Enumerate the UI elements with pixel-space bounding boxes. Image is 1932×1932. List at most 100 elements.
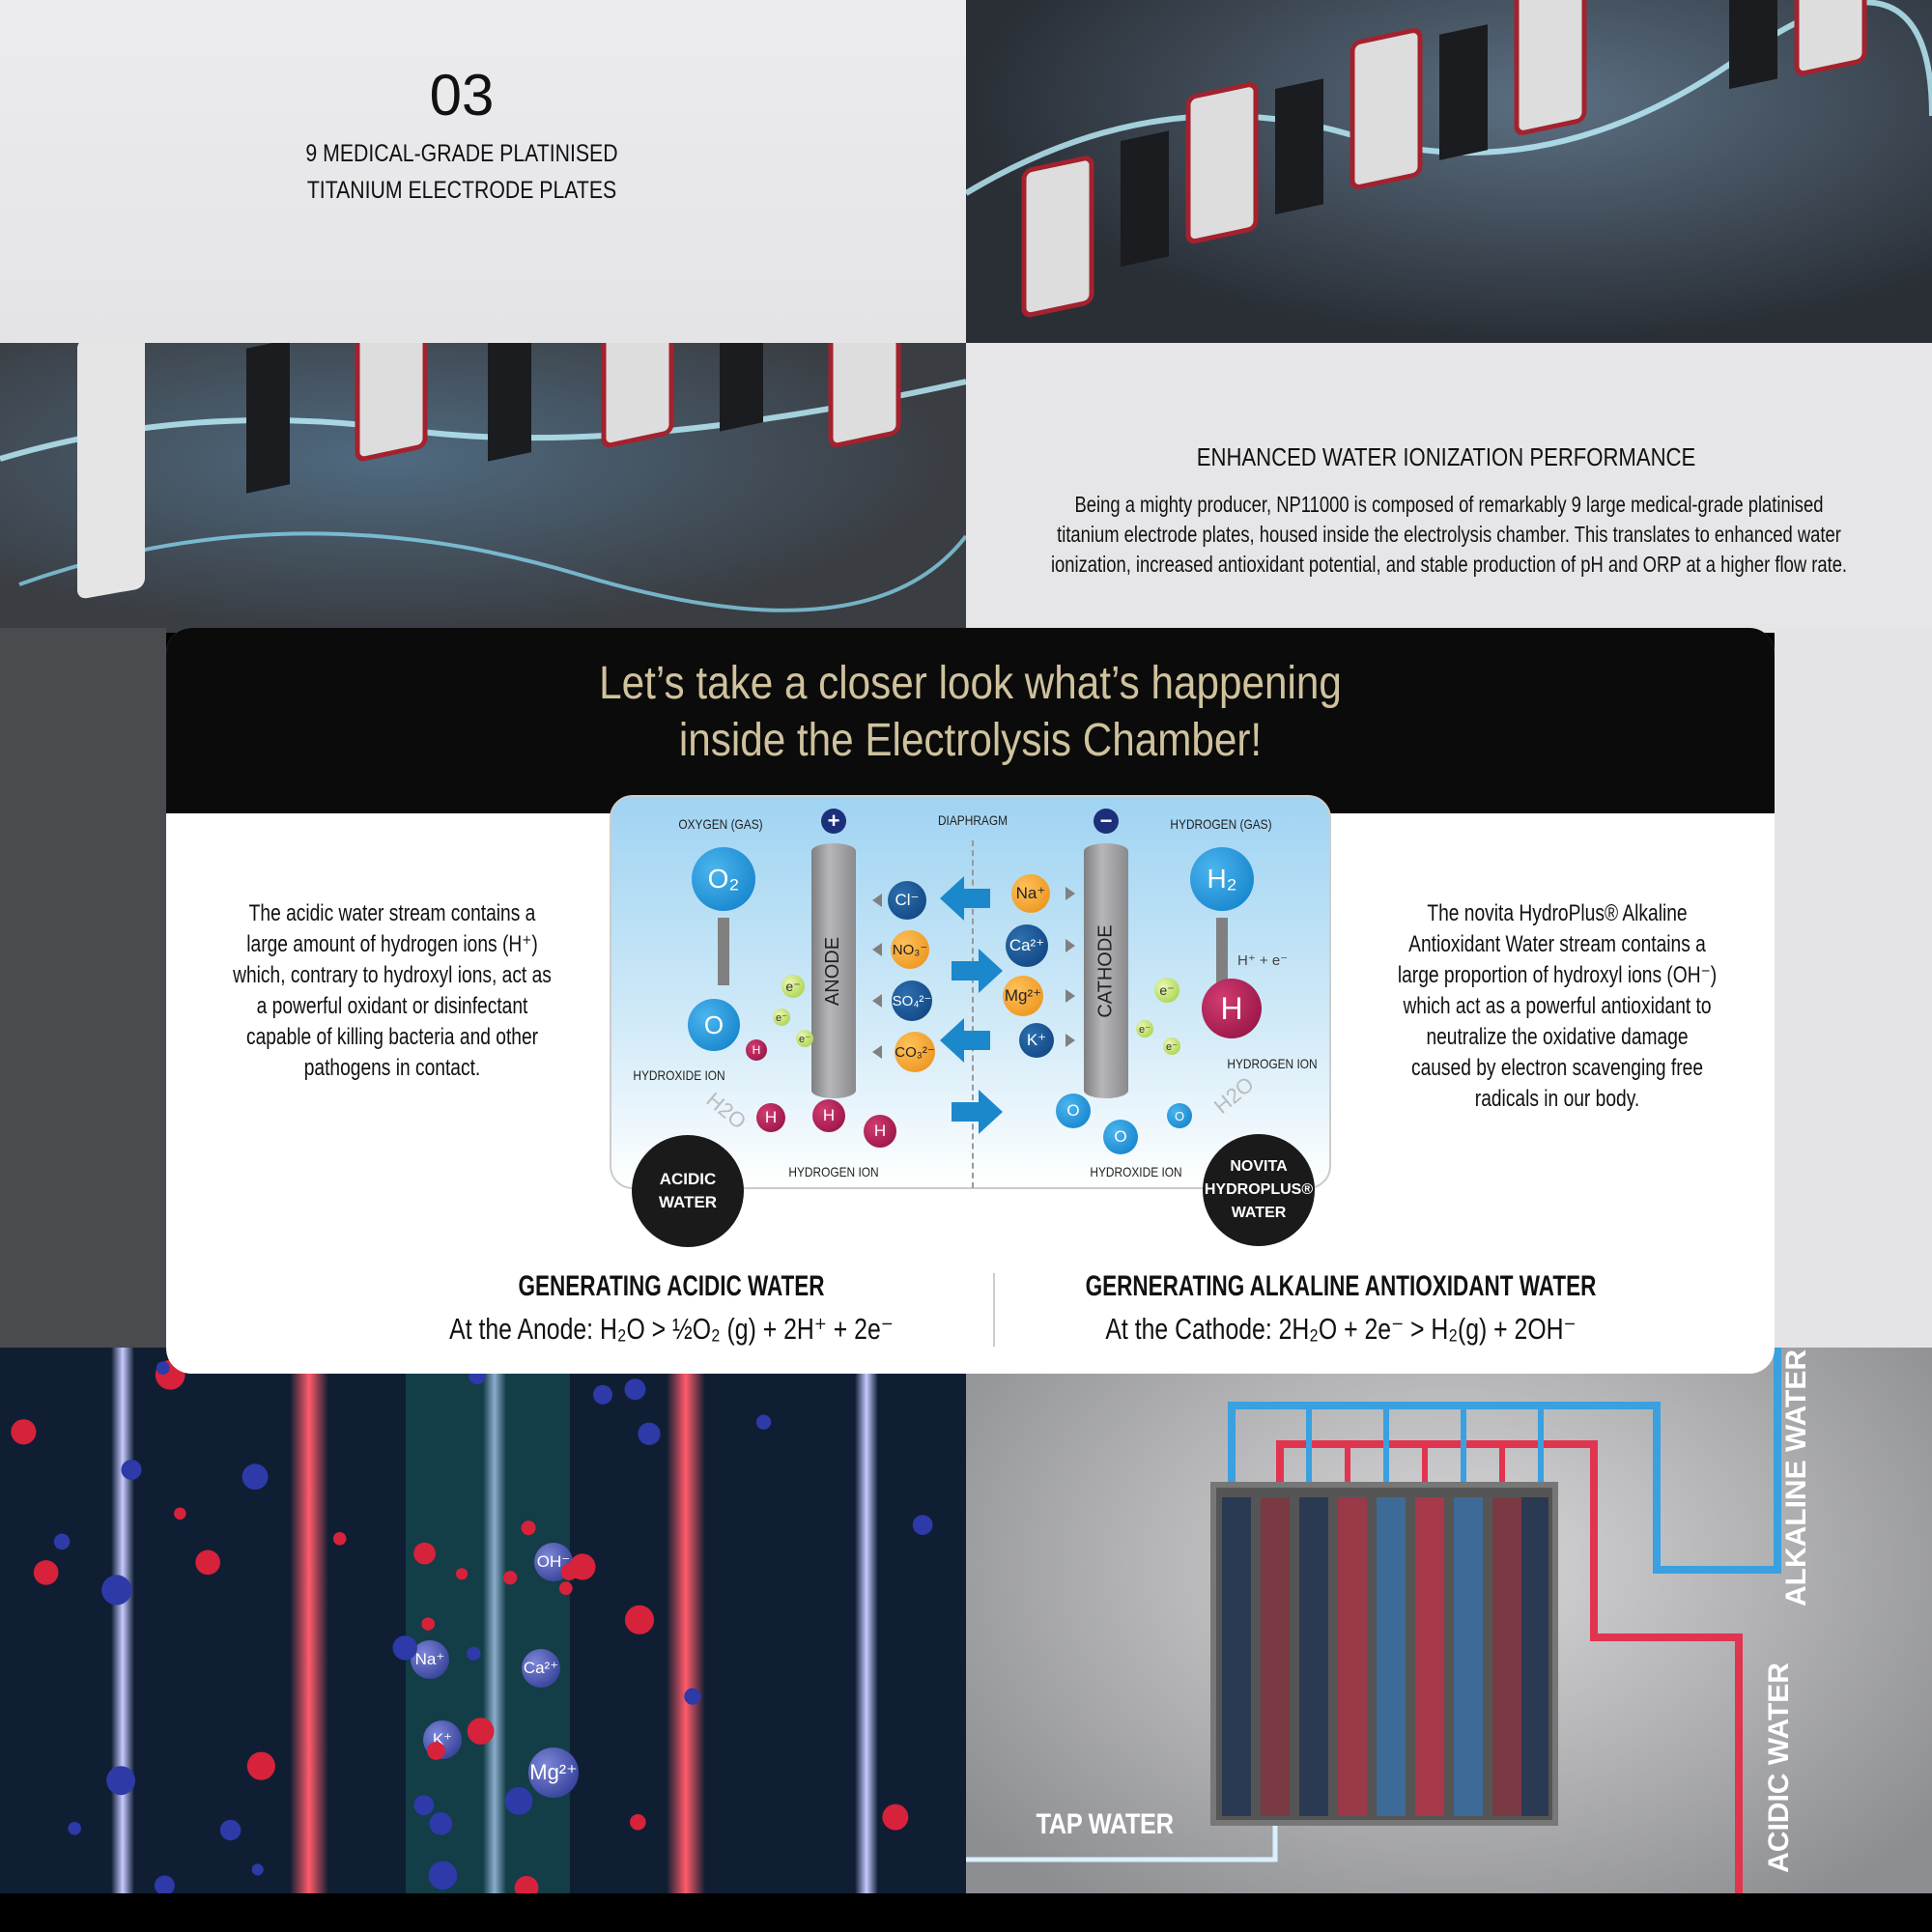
acidic-heading: GENERATING ACIDIC WATER [518,1270,825,1302]
particle [912,1515,933,1535]
migration-arrows [872,876,1075,1134]
particle [684,1688,701,1705]
hydrogen-ion-large: H [1202,979,1262,1038]
particle [413,1795,435,1816]
electrode-plates-image-left [0,257,968,633]
card-title-line: Let’s take a closer look what’s happenin… [599,658,1342,709]
alkaline-water-label: ALKALINE WATER [1780,1349,1812,1607]
text-line: capable of killing bacteria and other [245,1024,539,1050]
right-band [1775,628,1932,1348]
text-line: large proportion of hydroxyl ions (OH⁻) [1397,962,1718,988]
particle [219,1819,242,1841]
hydroxide-ion-label: HYDROXIDE ION [1090,1164,1182,1179]
oxygen-gas-label: OXYGEN (GAS) [678,816,763,832]
electron: e⁻ [1163,1037,1180,1055]
plus-icon: + [821,809,846,834]
text-line: caused by electron scavenging free [1410,1055,1704,1081]
particle [624,1605,655,1634]
card-title-line: inside the Electrolysis Chamber! [678,715,1263,766]
hydroxide-o: O [688,999,740,1051]
particle [592,1384,613,1405]
text-line: Antioxidant Water stream contains a [1408,931,1706,957]
particle [413,1542,436,1565]
performance-text-line: titanium electrode plates, housed inside… [1057,522,1841,547]
section-title-line: TITANIUM ELECTRODE PLATES [306,177,617,204]
particle [502,1570,518,1585]
hydroxide-ion-label: HYDROXIDE ION [633,1067,725,1083]
particle [630,1814,646,1831]
particle [156,1361,170,1375]
cation: Na⁺ [1011,874,1050,913]
performance-text-line: Being a mighty producer, NP11000 is comp… [1074,492,1824,517]
particle [467,1718,495,1745]
flow-chamber-illustration [966,1348,1932,1893]
anion: Cl⁻ [888,881,926,920]
cation: K⁺ [1019,1023,1054,1058]
particle [121,1459,142,1480]
alkaline-heading: GERNERATING ALKALINE ANTIOXIDANT WATER [1085,1270,1597,1302]
hydrogen-ion: H [864,1115,896,1148]
left-band [0,628,166,1348]
badge-line: NOVITA [1230,1158,1288,1175]
particles [11,1351,933,1893]
badge-line: ACIDIC [659,1170,717,1188]
particle [174,1507,186,1520]
particle [101,1575,132,1605]
flow-chamber-diagram [966,1348,1781,1893]
badge-line: HYDROPLUS® [1204,1181,1314,1198]
particle [68,1821,81,1835]
particle [106,1766,136,1796]
ion-ca: Ca²⁺ [522,1649,560,1688]
hydrogen-gas-label: HYDROGEN (GAS) [1170,816,1272,832]
anion: NO₃⁻ [891,930,929,969]
novita-water-badge: NOVITA HYDROPLUS® WATER [1203,1134,1315,1246]
hydrogen-ion: H [812,1099,845,1132]
particle [421,1617,435,1631]
up-arrow-icon [1216,918,1228,995]
particle [569,1553,596,1580]
particle [624,1378,646,1401]
top-left-panel [0,0,966,343]
performance-heading: ENHANCED WATER IONIZATION PERFORMANCE [1196,442,1696,471]
electrolysis-diagram: OXYGEN (GAS) HYDROGEN (GAS) DIAPHRAGM + … [610,795,1331,1247]
badge-line: WATER [658,1193,718,1211]
electrode-plates-illustration [964,0,1932,318]
acidic-description: The acidic water stream contains a large… [166,898,624,1084]
ion-oh: OH⁻ [534,1543,573,1581]
bottom-bar [0,1893,1932,1932]
cation: Ca²⁺ [1006,924,1048,967]
up-arrow-icon [718,918,729,985]
particle [33,1560,59,1585]
particle [455,1568,469,1580]
badge-line: WATER [1231,1205,1287,1221]
minus-icon: − [1094,809,1119,834]
text-line: which act as a powerful antioxidant to [1403,993,1712,1019]
electron: e⁻ [781,975,805,998]
alkaline-equation: At the Cathode: 2H₂O + 2e⁻ > H₂(g) + 2OH… [1105,1312,1577,1346]
anion: SO₄²⁻ [892,980,932,1021]
acidic-equation: At the Anode: H₂O > ½O₂ (g) + 2H⁺ + 2e⁻ [449,1312,894,1346]
ion-mg: Mg²⁺ [528,1747,579,1798]
o2-molecule: O₂ [692,847,755,911]
hydrogen-ion-label: HYDROGEN ION [1227,1056,1318,1071]
diaphragm-label: DIAPHRAGM [937,812,1009,828]
particle [521,1520,536,1536]
electron: e⁻ [1136,1020,1153,1037]
hydrogen-ion-label: HYDROGEN ION [788,1164,879,1179]
text-line: neutralize the oxidative damage [1426,1024,1689,1050]
text-line: which, contrary to hydroxyl ions, act as [233,962,552,988]
alkaline-description: The novita HydroPlus® Alkaline Antioxida… [1325,898,1775,1115]
card-header [166,628,1775,813]
tap-water-label: TAP WATER [1036,1808,1175,1840]
hydroxide-h: H [746,1039,767,1061]
performance-text-line: ionization, increased antioxidant potent… [1050,552,1848,577]
electrolysis-card: Let’s take a closer look what’s happenin… [166,628,1775,1374]
particle [755,1414,772,1430]
text-line: radicals in our body. [1474,1086,1640,1112]
hydrogen-ion: H [756,1103,785,1132]
anode-electrode: ANODE [811,843,856,1098]
particle [154,1875,175,1893]
ions-illustration: OH⁻ Na⁺ Ca²⁺ K⁺ Mg²⁺ [0,1348,966,1893]
particle [332,1531,347,1546]
particle [53,1533,71,1550]
